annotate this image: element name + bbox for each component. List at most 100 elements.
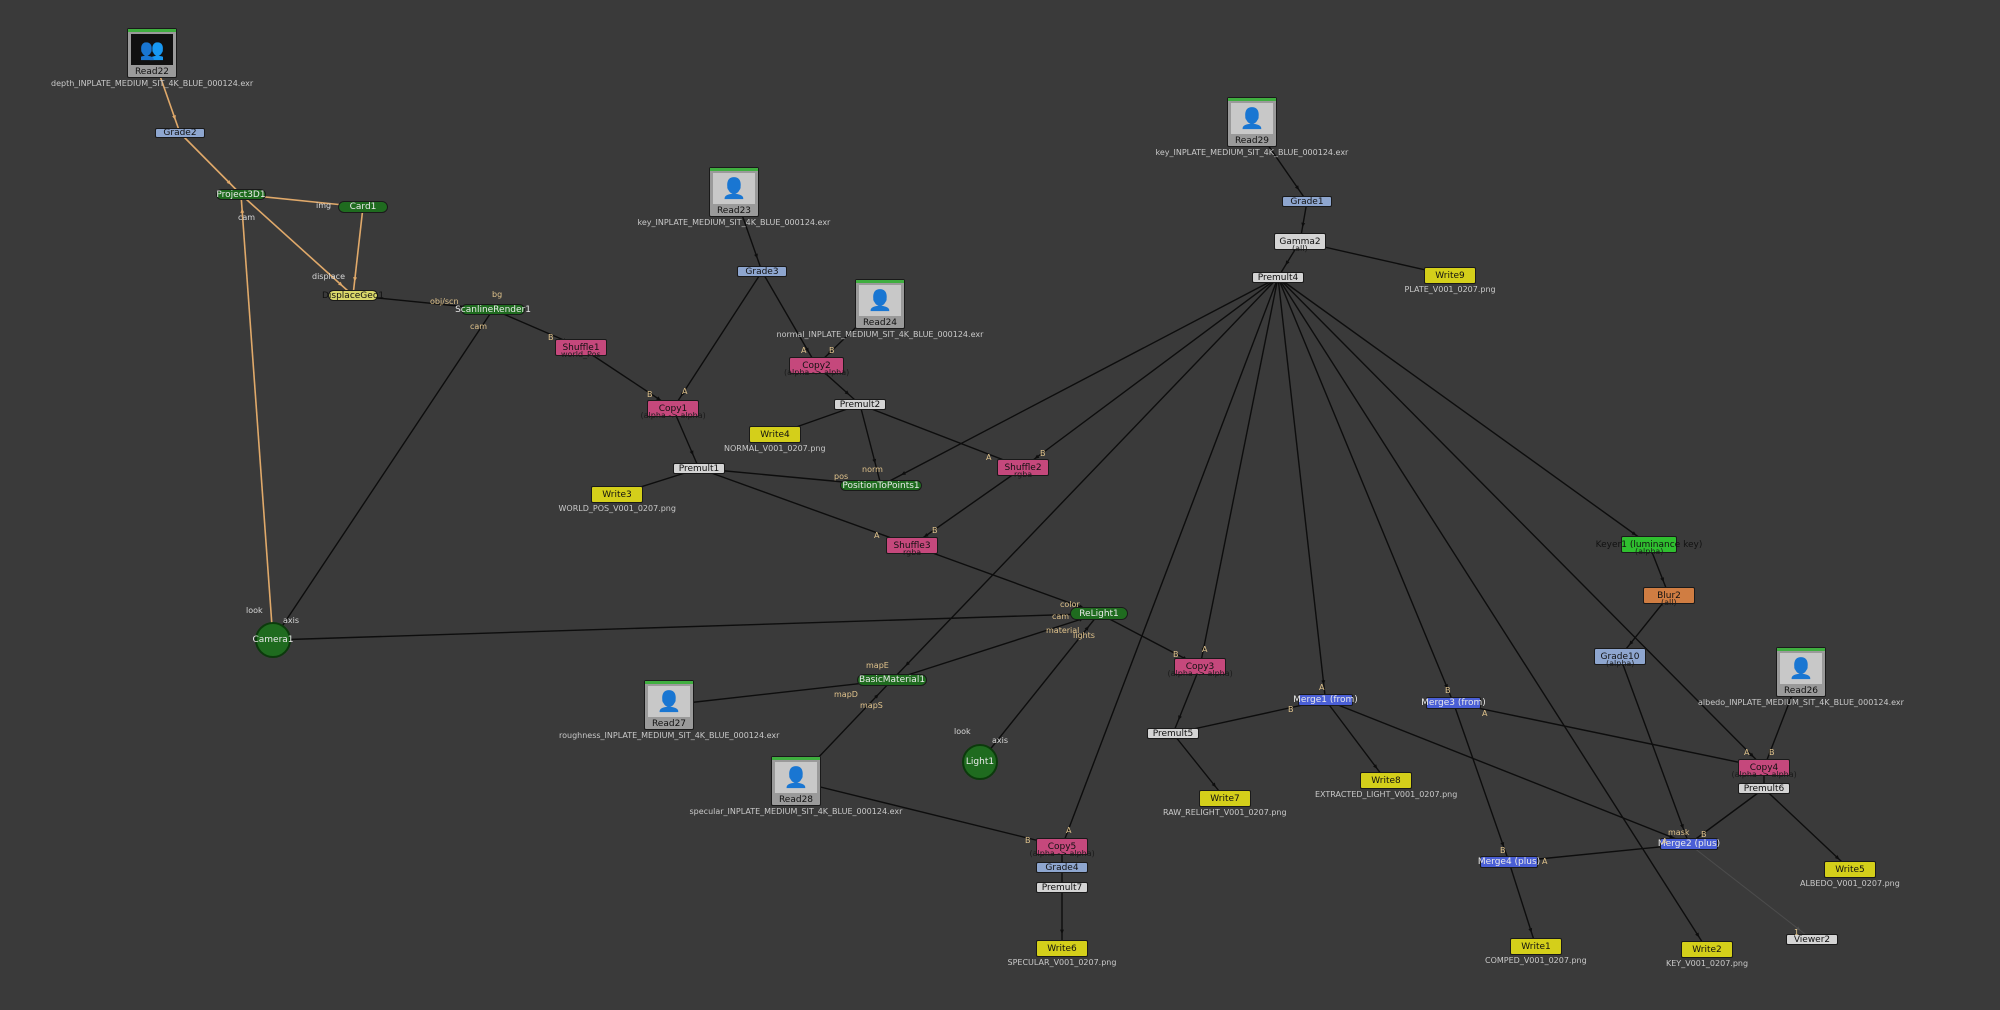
pipe-premult4-to-keyer1[interactable] — [1277, 276, 1650, 546]
node-premult6[interactable]: Premult6 — [1738, 783, 1790, 794]
pipe-shuffle2-to-shuffle3[interactable] — [911, 466, 1024, 547]
node-read22[interactable]: 👥Read22 — [127, 28, 177, 78]
node-grade1[interactable]: Grade1 — [1282, 196, 1332, 207]
pipe-premult4-to-copy4[interactable] — [1277, 277, 1765, 768]
pipe-premult4-to-merge3[interactable] — [1277, 277, 1455, 704]
node-premult1[interactable]: Premult1 — [673, 463, 725, 474]
pipe-merge2-to-merge4[interactable] — [1508, 843, 1690, 863]
pipe-premult4-to-copy5[interactable] — [1061, 277, 1279, 847]
node-merge2[interactable]: Merge2 (plus) — [1658, 838, 1720, 850]
pipe-premult6-to-merge2[interactable] — [1688, 787, 1765, 845]
node-write2[interactable]: Write2 — [1681, 941, 1733, 958]
node-write6[interactable]: Write6 — [1036, 940, 1088, 957]
input-label-merge1: B — [1288, 705, 1294, 714]
pipe-grade10-to-merge2[interactable] — [1619, 656, 1690, 845]
pipe-premult4-to-merge1[interactable] — [1277, 277, 1327, 701]
node-label: Premult5 — [1152, 728, 1194, 739]
node-light1[interactable]: Light1 — [962, 744, 998, 780]
pipe-arrowhead — [172, 115, 176, 121]
node-premult2[interactable]: Premult2 — [834, 399, 886, 410]
node-write1[interactable]: Write1 — [1510, 938, 1562, 955]
pipe-premult1-to-shuffle3[interactable] — [698, 467, 913, 547]
node-write4[interactable]: Write4 — [749, 426, 801, 443]
node-basicmaterial1[interactable]: BasicMaterial1 — [857, 674, 927, 686]
pipe-premult6-to-write5[interactable] — [1763, 787, 1851, 871]
pipe-project3d1-to-displacegeo1[interactable] — [240, 193, 354, 297]
pipe-merge1-to-merge2[interactable] — [1325, 699, 1690, 845]
pipe-arrowhead — [1060, 929, 1064, 935]
node-read24[interactable]: 👤Read24 — [855, 279, 905, 329]
node-label: Premult7 — [1041, 882, 1083, 893]
node-positiontopoints1[interactable]: PositionToPoints1 — [840, 480, 922, 491]
input-label-merge3: B — [1445, 686, 1451, 695]
pipe-grade3-to-copy1[interactable] — [672, 271, 763, 409]
node-merge3[interactable]: Merge3 (from) — [1421, 697, 1486, 709]
pipe-premult4-to-shuffle2[interactable] — [1022, 276, 1279, 469]
node-write8[interactable]: Write8 — [1360, 772, 1412, 789]
node-premult4[interactable]: Premult4 — [1252, 272, 1304, 283]
pipe-scanlinerender1-to-camera1[interactable] — [272, 309, 494, 641]
node-label: Write2 — [1692, 944, 1722, 955]
node-displacegeo1[interactable]: DisplaceGeo1 — [322, 290, 384, 301]
pipe-camera1-to-project3d1[interactable] — [240, 194, 274, 641]
pipe-premult4-to-copy3[interactable] — [1199, 277, 1279, 667]
node-premult7[interactable]: Premult7 — [1036, 882, 1088, 893]
pipe-grade2-to-project3d1[interactable] — [179, 132, 242, 196]
pipe-read28-to-copy5[interactable] — [795, 780, 1063, 848]
input-label-camera1: axis — [283, 616, 300, 625]
pipe-basicmaterial1-to-relight1[interactable] — [891, 612, 1100, 681]
node-card1[interactable]: Card1 — [338, 201, 388, 213]
pipe-camera1-to-relight1[interactable] — [272, 612, 1100, 641]
pipe-premult4-to-basicmaterial1[interactable] — [891, 277, 1279, 681]
node-grade3[interactable]: Grade3 — [737, 266, 787, 277]
pipe-arrowhead — [1301, 222, 1306, 228]
node-grade4[interactable]: Grade4 — [1036, 862, 1088, 873]
pipe-merge4-to-write1[interactable] — [1508, 861, 1537, 947]
node-status-bar — [1228, 98, 1276, 101]
pipe-relight1-to-copy3[interactable] — [1098, 612, 1201, 668]
node-write3[interactable]: Write3 — [591, 486, 643, 503]
node-read26[interactable]: 👤Read26 — [1776, 647, 1826, 697]
pipe-read27-to-basicmaterial1[interactable] — [668, 679, 893, 706]
pipe-shuffle3-to-relight1[interactable] — [911, 544, 1100, 615]
node-project3d1[interactable]: Project3D1 — [216, 189, 266, 200]
node-subtitle: specular_INPLATE_MEDIUM_SIT_4K_BLUE_0001… — [689, 807, 903, 816]
node-premult5[interactable]: Premult5 — [1147, 728, 1199, 739]
input-label-basicmaterial1: mapS — [860, 701, 883, 710]
node-subtitle: RAW_RELIGHT_V001_0207.png — [1163, 808, 1287, 817]
node-read27[interactable]: 👤Read27 — [644, 680, 694, 730]
pipe-premult2-to-shuffle2[interactable] — [859, 403, 1024, 469]
node-subtitle: EXTRACTED_LIGHT_V001_0207.png — [1315, 790, 1458, 799]
node-merge1[interactable]: Merge1 (from) — [1293, 694, 1358, 706]
pipe-copy4-to-merge3[interactable] — [1453, 702, 1765, 769]
node-subtitle: normal_INPLATE_MEDIUM_SIT_4K_BLUE_000124… — [776, 330, 984, 339]
node-write9[interactable]: Write9 — [1424, 267, 1476, 284]
pipe-blur2-to-grade10[interactable] — [1619, 595, 1670, 657]
node-label: Write7 — [1210, 793, 1240, 804]
pipe-merge3-to-merge4[interactable] — [1452, 702, 1510, 863]
node-read23[interactable]: 👤Read23 — [709, 167, 759, 217]
node-read29[interactable]: 👤Read29 — [1227, 97, 1277, 147]
pipe-premult5-to-write7[interactable] — [1172, 733, 1226, 799]
node-camera1[interactable]: Camera1 — [252, 622, 294, 658]
pipe-copy3-to-premult5[interactable] — [1172, 666, 1201, 734]
node-merge4[interactable]: Merge4 (plus) — [1478, 856, 1540, 868]
pipe-premult4-to-write2[interactable] — [1277, 277, 1708, 950]
node-subtitle: (alpha -> alpha) — [1731, 770, 1797, 779]
node-write7[interactable]: Write7 — [1199, 790, 1251, 807]
node-read28[interactable]: 👤Read28 — [771, 756, 821, 806]
input-label-merge4: A — [1542, 857, 1548, 866]
node-subtitle: world_Pos — [561, 350, 601, 359]
pipe-merge2-to-viewer2[interactable] — [1688, 843, 1813, 940]
pipe-premult2-to-positiontopoints1[interactable] — [859, 404, 882, 486]
pipe-premult4-to-positiontopoints1[interactable] — [880, 276, 1279, 487]
node-write5[interactable]: Write5 — [1824, 861, 1876, 878]
pipe-copy1-to-premult1[interactable] — [672, 408, 700, 469]
pipe-light1-to-relight1[interactable] — [979, 613, 1100, 763]
node-label: Read26 — [1783, 686, 1819, 696]
node-scanlinerender1[interactable]: ScanlineRender1 — [455, 304, 531, 315]
input-label-copy1: A — [682, 387, 688, 396]
pipe-card1-to-displacegeo1[interactable] — [352, 206, 364, 296]
node-grade2[interactable]: Grade2 — [155, 128, 205, 138]
